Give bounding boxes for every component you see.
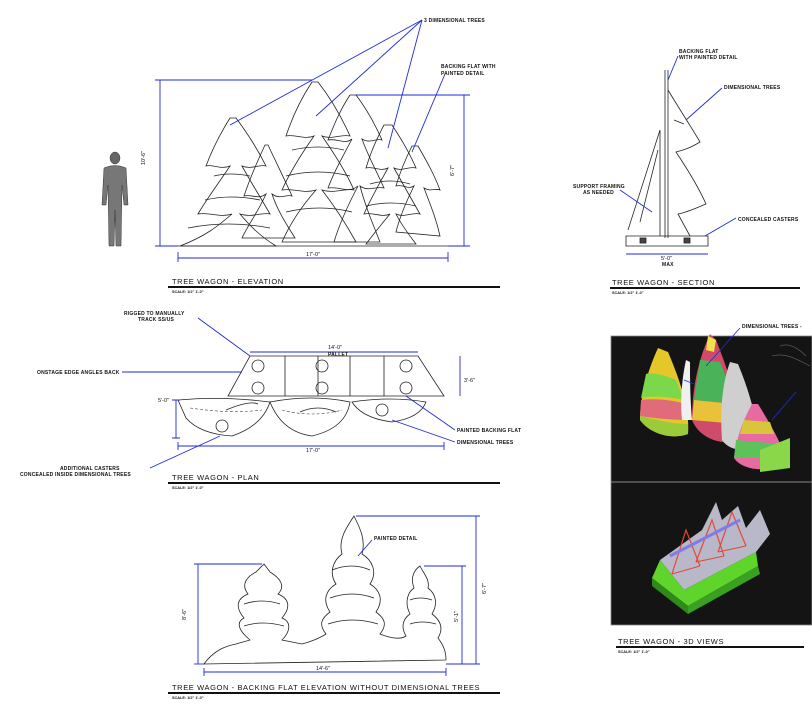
section-depth-dim: 5'-0" — [661, 256, 672, 262]
elevation-callout-flat-2: PAINTED DETAIL — [441, 71, 484, 77]
backing-flat-view: 8'-6" 6'-7" 5'-1" 14'-6" PAINTED DETAIL … — [168, 515, 500, 700]
section-scale: SCALE: 1/2" 1'-0" — [612, 291, 644, 295]
elevation-flat-height-dim: 6'-7" — [450, 165, 456, 176]
plan-pallet-width-dim: 14'-0" — [328, 345, 342, 351]
backing-title: TREE WAGON - BACKING FLAT ELEVATION WITH… — [172, 683, 480, 692]
backing-flat-outline — [203, 515, 447, 665]
elevation-callout-flat-1: BACKING FLAT WITH — [441, 64, 496, 70]
backing-flat-dimensions — [194, 515, 480, 676]
elevation-callout-dim-trees: 3 DIMENSIONAL TREES — [424, 18, 485, 24]
elevation-title: TREE WAGON - ELEVATION — [172, 277, 284, 286]
backing-left-height-dim: 8'-6" — [182, 609, 188, 620]
section-callout-support-1: SUPPORT FRAMING — [573, 184, 625, 190]
plan-callout-dim-trees: DIMENSIONAL TREES — [457, 440, 514, 446]
views-3d: DIMENSIONAL TREES - TREE WAGON - 3D VIEW… — [610, 324, 812, 654]
elevation-width-dim: 17'-0" — [306, 252, 320, 258]
plan-title: TREE WAGON - PLAN — [172, 473, 259, 482]
plan-scale: SCALE: 1/2" 1'-0" — [172, 486, 204, 490]
section-depth-note: MAX — [662, 262, 674, 268]
section-drawing — [625, 70, 709, 247]
elevation-height-dim: 10'-6" — [141, 151, 147, 165]
plan-callout-rigged-2: TRACK SS/US — [138, 317, 175, 323]
elevation-scale: SCALE: 1/2" 1'-0" — [172, 290, 204, 294]
section-callout-casters: CONCEALED CASTERS — [738, 217, 799, 223]
plan-hidden-lines — [189, 407, 343, 415]
section-callout-flat-2: WITH PAINTED DETAIL — [679, 55, 738, 61]
elevation-trees — [178, 81, 448, 247]
plan-callout-onstage: ONSTAGE EDGE ANGLES BACK — [37, 370, 120, 376]
render-bottom — [652, 502, 770, 614]
plan-callout-painted-flat: PAINTED BACKING FLAT — [457, 428, 521, 434]
plan-callout-rigged-1: RIGGED TO MANUALLY — [124, 311, 185, 317]
plan-dimensions — [122, 317, 461, 469]
plan-pallet-depth-dim: 3'-6" — [464, 378, 475, 384]
section-view: BACKING FLAT WITH PAINTED DETAIL DIMENSI… — [573, 49, 800, 295]
backing-width-dim: 14'-6" — [316, 666, 330, 672]
views3d-scale: SCALE: 1/2" 1'-0" — [618, 650, 650, 654]
plan-callout-pallet: PALLET — [328, 352, 348, 358]
backing-scale: SCALE: 1/2" 1'-0" — [172, 696, 204, 700]
section-title: TREE WAGON - SECTION — [612, 278, 715, 287]
backing-right-height-dim: 5'-1" — [454, 611, 460, 622]
plan-callout-additional-1: ADDITIONAL CASTERS — [60, 466, 120, 472]
views3d-title: TREE WAGON - 3D VIEWS — [618, 637, 724, 646]
backing-callout-painted: PAINTED DETAIL — [374, 536, 417, 542]
plan-callout-additional-2: CONCEALED INSIDE DIMENSIONAL TREES — [20, 472, 131, 478]
human-scale-figure — [101, 151, 129, 247]
render-top — [640, 327, 811, 472]
backing-overall-height-dim: 6'-7" — [482, 583, 488, 594]
elevation-dimensions — [155, 19, 470, 262]
plan-drawing — [177, 355, 445, 437]
section-callout-flat-1: BACKING FLAT — [679, 49, 719, 55]
plan-overall-width-dim: 17'-0" — [306, 448, 320, 454]
plan-depth-dim: 5'-0" — [158, 398, 169, 404]
section-callout-support-2: AS NEEDED — [583, 190, 614, 196]
section-callout-dim-trees: DIMENSIONAL TREES — [724, 85, 781, 91]
section-leaders — [619, 55, 737, 255]
render-callout-dim-trees: DIMENSIONAL TREES - — [742, 324, 802, 330]
plan-view: 14'-0" PALLET 17'-0" 5'-0" 3'-6" RIGGED … — [20, 311, 521, 490]
elevation-view: 10'-6" 6'-7" 17'-0" 3 DIMENSIONAL TREES … — [101, 18, 500, 294]
